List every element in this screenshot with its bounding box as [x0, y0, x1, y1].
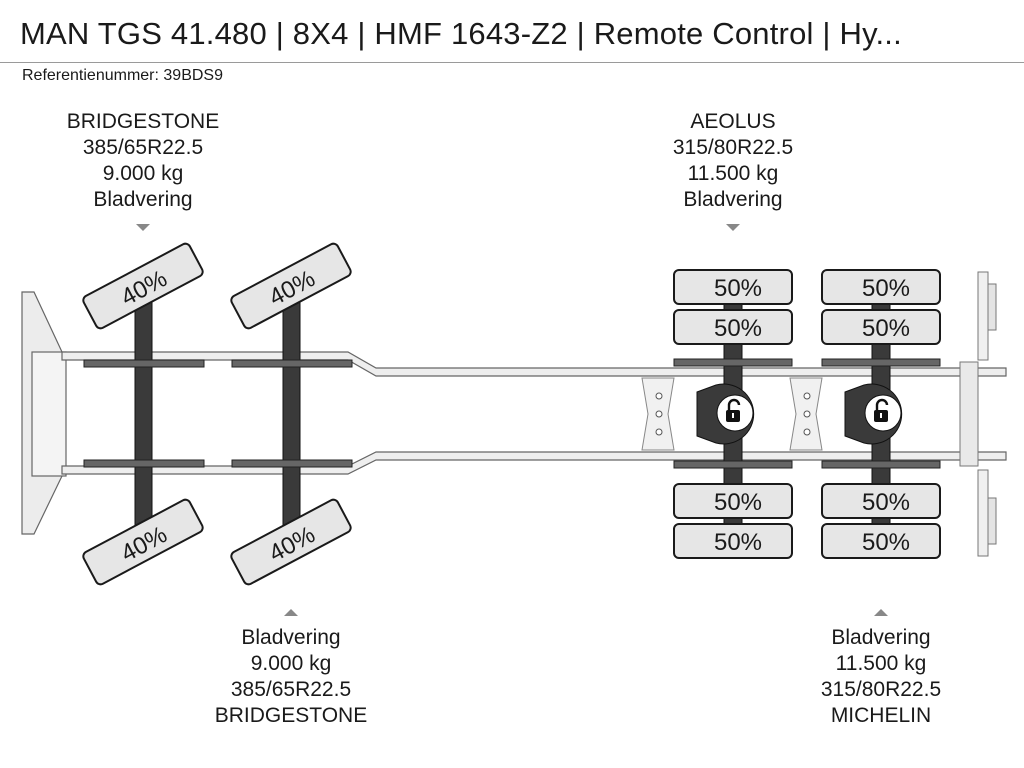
- leaf-spring: [673, 460, 793, 469]
- tire-load-rear1-top-inner: 50%: [714, 315, 762, 342]
- tire-front2-top: [230, 242, 352, 330]
- tire-load-rear2-top-outer: 50%: [862, 275, 910, 302]
- tire-rear1-top-inner: [673, 309, 793, 345]
- tire-load-rear1-bottom-outer: 50%: [714, 529, 762, 556]
- tire-front1-top: [82, 242, 204, 330]
- axle-load: 11.500 kg: [687, 162, 779, 185]
- tire-load-rear2-bottom-inner: 50%: [862, 489, 910, 516]
- tire-brand: BRIDGESTONE: [214, 704, 368, 727]
- tire-load-rear1-bottom-inner: 50%: [714, 489, 762, 516]
- axle-load: 9.000 kg: [102, 162, 184, 185]
- reference-number: Referentienummer: 39BDS9: [22, 67, 223, 84]
- leaf-spring: [821, 460, 941, 469]
- tire-brand: MICHELIN: [830, 704, 932, 727]
- leaf-spring: [83, 459, 205, 468]
- leaf-spring: [673, 358, 793, 367]
- front-axle-1: [134, 289, 153, 541]
- axle-load: 9.000 kg: [250, 652, 332, 675]
- tire-load-rear1-top-outer: 50%: [714, 275, 762, 302]
- axle-label-rear2: Bladvering 11.500 kg 315/80R22.5 MICHELI…: [771, 625, 991, 729]
- leaf-spring: [821, 358, 941, 367]
- leaf-spring: [83, 359, 205, 368]
- tire-front2-bottom: [230, 498, 352, 586]
- tire-rear2-bottom-inner: [821, 483, 941, 519]
- tire-rear2-top-inner: [821, 309, 941, 345]
- tire-load-rear2-bottom-outer: 50%: [862, 529, 910, 556]
- title-divider: [0, 62, 1024, 63]
- arrow-up-icon: [284, 609, 298, 616]
- tire-rear1-bottom-outer: [673, 523, 793, 559]
- suspension-type: Bladvering: [93, 188, 193, 211]
- rear-light-bottom: [977, 469, 989, 557]
- suspension-type: Bladvering: [831, 626, 931, 649]
- tire-rear1-top-outer: [673, 269, 793, 305]
- tire-size: 385/65R22.5: [230, 678, 352, 701]
- rear-cross-member: [959, 361, 979, 467]
- leaf-spring: [231, 459, 353, 468]
- tire-brand: BRIDGESTONE: [66, 110, 220, 133]
- rear-light-top-lens: [987, 283, 997, 331]
- unlocked-padlock-icon: [874, 398, 889, 422]
- arrow-up-icon: [874, 609, 888, 616]
- axle-label-front2: Bladvering 9.000 kg 385/65R22.5 BRIDGEST…: [181, 625, 401, 729]
- tire-rear2-bottom-outer: [821, 523, 941, 559]
- tire-load-rear2-top-inner: 50%: [862, 315, 910, 342]
- leaf-spring: [231, 359, 353, 368]
- tire-size: 315/80R22.5: [820, 678, 942, 701]
- tire-front1-bottom: [82, 498, 204, 586]
- tire-rear2-top-outer: [821, 269, 941, 305]
- rear-light-top: [977, 271, 989, 361]
- unlocked-padlock-icon: [726, 398, 741, 422]
- suspension-type: Bladvering: [241, 626, 341, 649]
- axle-load: 11.500 kg: [835, 652, 927, 675]
- page-title: MAN TGS 41.480 | 8X4 | HMF 1643-Z2 | Rem…: [20, 16, 902, 51]
- rear-light-bottom-lens: [987, 497, 997, 545]
- tire-brand: AEOLUS: [690, 110, 776, 133]
- tire-size: 385/65R22.5: [82, 136, 204, 159]
- arrow-down-icon: [136, 224, 150, 231]
- tire-size: 315/80R22.5: [672, 136, 794, 159]
- front-axle-2: [282, 289, 301, 541]
- front-mount: [31, 351, 67, 477]
- axle-label-rear1: AEOLUS 315/80R22.5 11.500 kg Bladvering: [623, 109, 843, 213]
- suspension-type: Bladvering: [683, 188, 783, 211]
- axle-label-front1: BRIDGESTONE 385/65R22.5 9.000 kg Bladver…: [33, 109, 253, 213]
- tire-rear1-bottom-inner: [673, 483, 793, 519]
- arrow-down-icon: [726, 224, 740, 231]
